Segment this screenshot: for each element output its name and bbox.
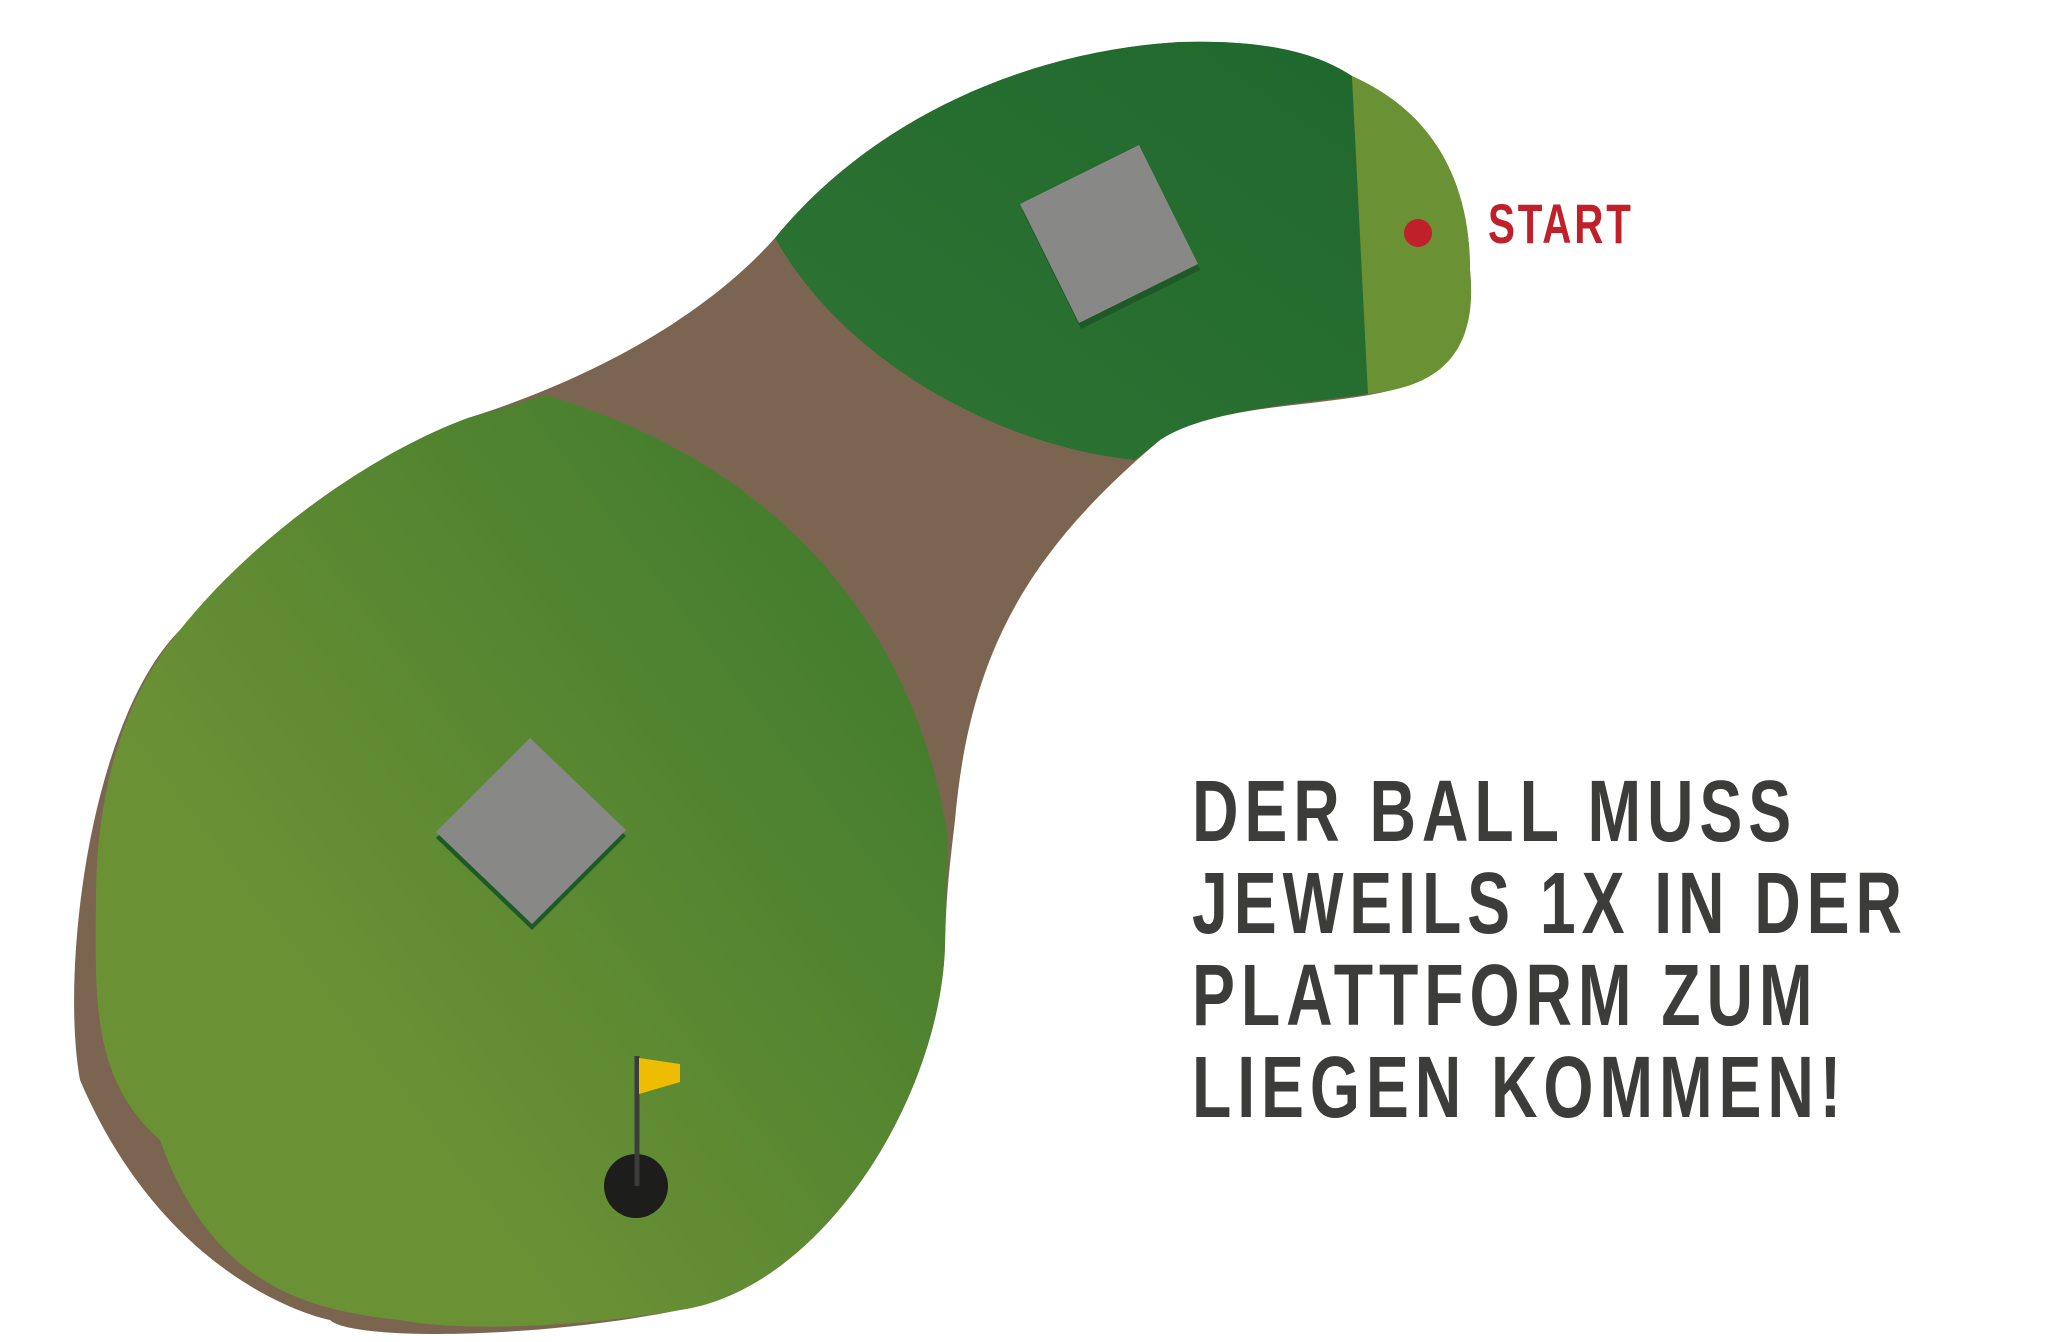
platform-lower: [436, 738, 626, 924]
instruction-line: LIEGEN KOMMEN!: [1192, 1039, 1848, 1136]
instruction-line: PLATTFORM ZUM: [1192, 947, 1819, 1044]
instruction-line: DER BALL MUSS: [1192, 763, 1798, 860]
start-label: START: [1488, 192, 1634, 255]
instruction-text: DER BALL MUSS JEWEILS 1X IN DER PLATTFOR…: [1192, 763, 1908, 1136]
ball-icon: [1404, 219, 1432, 247]
platform-upper: [1020, 145, 1198, 323]
instruction-line: JEWEILS 1X IN DER: [1192, 855, 1908, 952]
flag-icon: [639, 1058, 680, 1094]
